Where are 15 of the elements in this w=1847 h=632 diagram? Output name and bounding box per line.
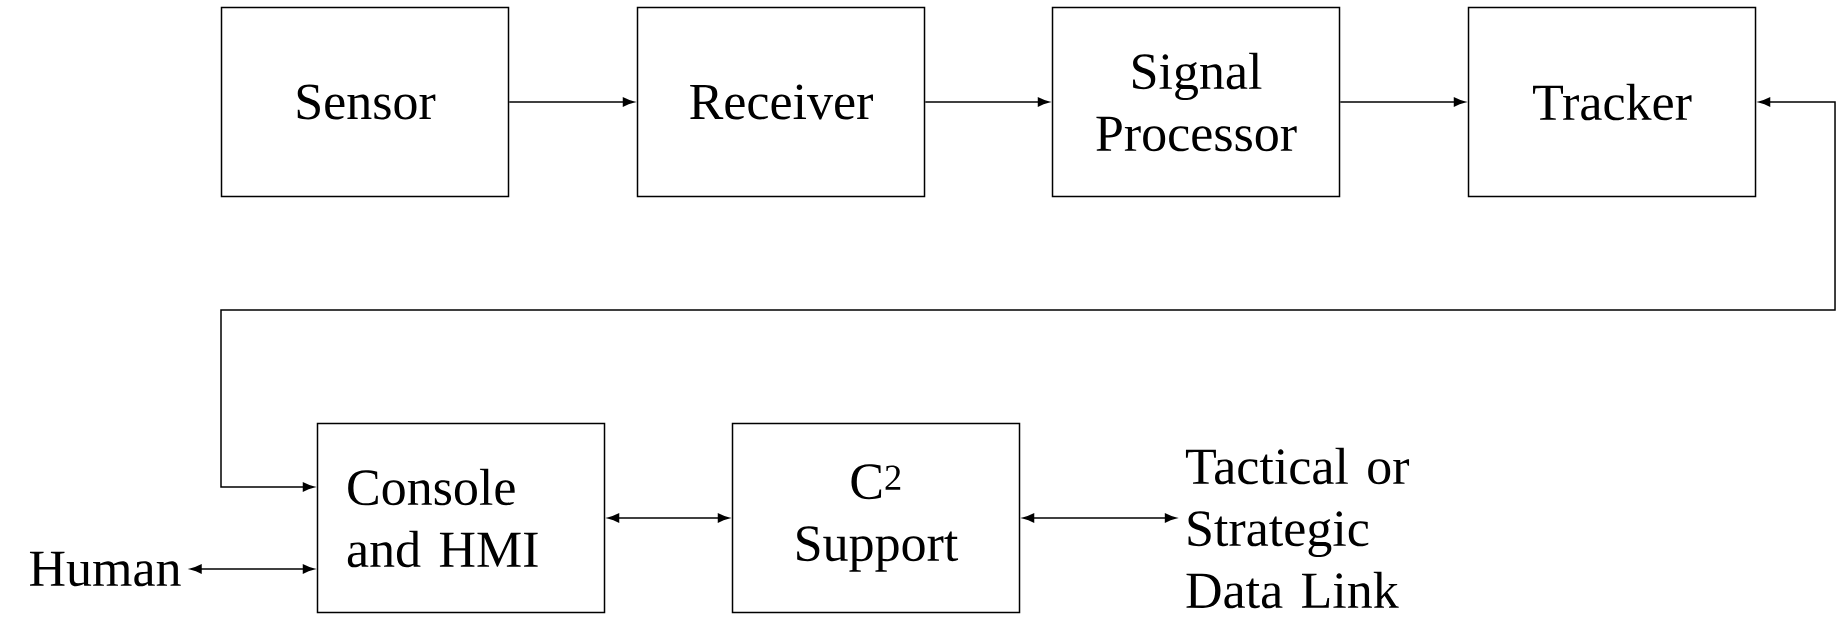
arrow bbox=[1339, 97, 1466, 107]
process-box: Sensor bbox=[220, 6, 510, 198]
process-box: C$^{2}$ Support bbox=[731, 422, 1021, 614]
arrow bbox=[607, 513, 730, 523]
process-box: Signal Processor bbox=[1051, 6, 1341, 198]
arrow bbox=[924, 97, 1050, 107]
process-box: Console and HMI bbox=[316, 422, 606, 614]
text-label: Tactical or Strategic Data Link bbox=[1185, 447, 1410, 609]
arrow bbox=[190, 564, 315, 574]
arrow bbox=[508, 97, 635, 107]
process-box: Tracker bbox=[1467, 6, 1757, 198]
arrow bbox=[220, 97, 1836, 492]
text-label: Human bbox=[29, 551, 181, 587]
process-box: Receiver bbox=[636, 6, 926, 198]
arrow bbox=[1022, 513, 1177, 523]
